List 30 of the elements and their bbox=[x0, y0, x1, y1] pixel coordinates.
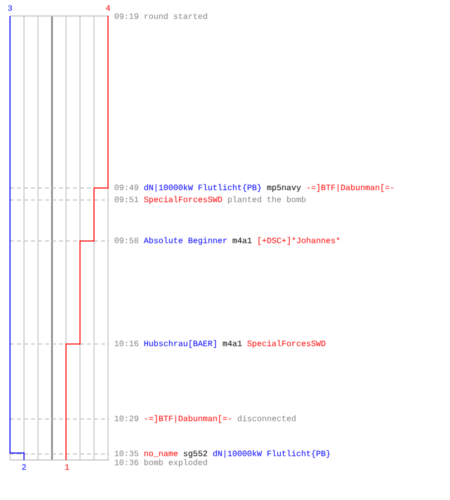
timestamp: 10:29 bbox=[114, 416, 138, 422]
team-count: 3 bbox=[8, 5, 12, 11]
timestamp: 10:35 bbox=[114, 450, 138, 456]
weapon-name: m4a1 bbox=[222, 340, 242, 346]
player-name: Hubschrau[BAER] bbox=[144, 340, 216, 348]
event-message: round started bbox=[144, 12, 207, 20]
team-count: 4 bbox=[106, 5, 110, 11]
timestamp: 09:51 bbox=[114, 196, 138, 202]
player-name: no_name bbox=[144, 452, 178, 457]
team-count: 1 bbox=[65, 464, 70, 470]
timestamp: 10:16 bbox=[114, 340, 138, 346]
team-count: 2 bbox=[22, 464, 26, 470]
event-message: bomb exploded bbox=[144, 459, 207, 467]
player-name: -=]BTF|Dabunman[=- bbox=[145, 415, 231, 423]
player-name: SpecialForcesSWD bbox=[247, 340, 326, 348]
player-name: dN|10000kW Flutlicht{PB} bbox=[144, 184, 261, 192]
player-name: dN|10000kW Flutlicht{PB} bbox=[213, 450, 330, 458]
weapon-name: mp5navy bbox=[267, 184, 301, 192]
timestamp: 09:58 bbox=[114, 238, 138, 244]
weapon-name: m4a1 bbox=[232, 238, 252, 244]
player-name: -=]BTF|Dabunman[=- bbox=[307, 184, 394, 192]
event-message: planted the bomb bbox=[228, 196, 306, 204]
timestamp: 10:36 bbox=[114, 460, 138, 466]
player-name: Absolute Beginner bbox=[144, 237, 227, 245]
timestamp: 09:19 bbox=[114, 13, 138, 19]
player-name: [+DSC+]*Johannes* bbox=[258, 237, 340, 245]
player-name: SpecialForcesSWD bbox=[144, 196, 222, 204]
timestamp: 09:49 bbox=[114, 184, 138, 190]
weapon-name: sg552 bbox=[184, 450, 208, 458]
event-message: disconnected bbox=[238, 415, 296, 422]
